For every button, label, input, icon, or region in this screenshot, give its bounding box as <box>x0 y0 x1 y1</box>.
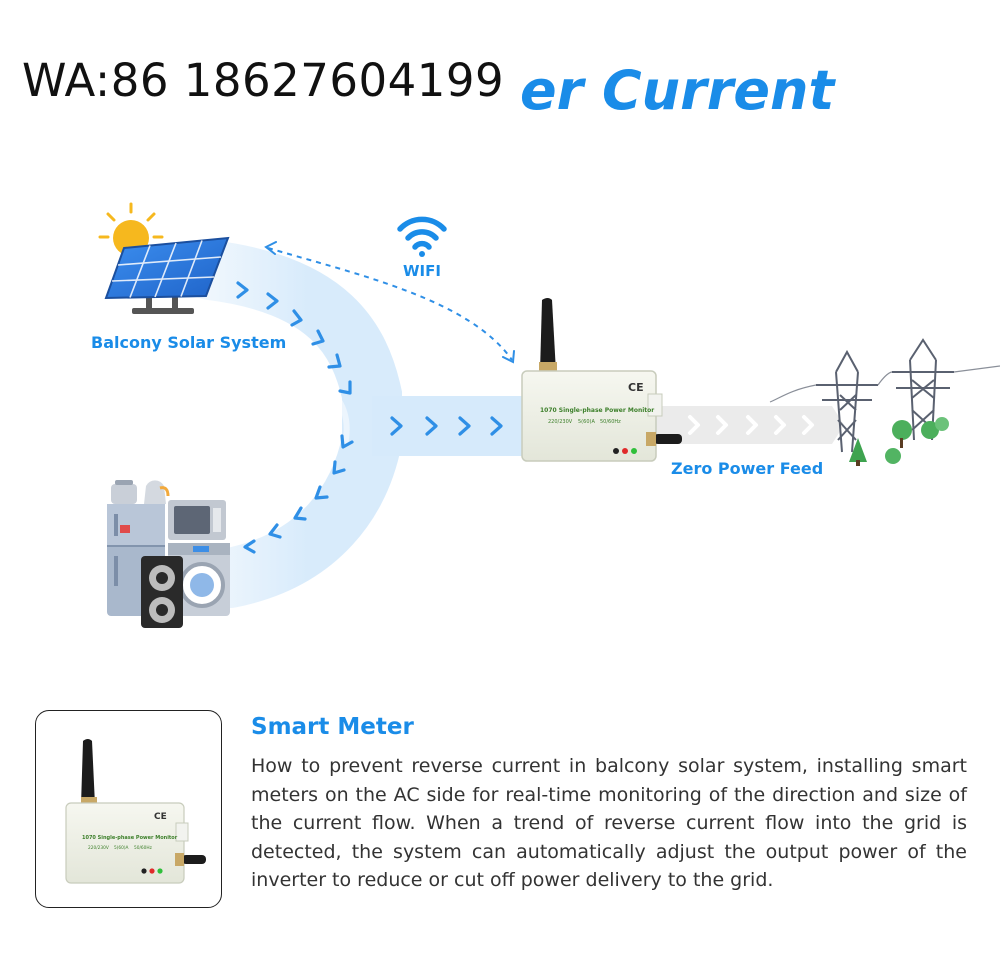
device-spec-voltage: 220/230V <box>548 419 573 425</box>
flow-band <box>180 240 522 608</box>
device-spec-frequency: 50/60Hz <box>600 419 621 425</box>
watermark-backdrop <box>14 46 508 118</box>
trees-icon <box>849 417 949 466</box>
zero-power-feed-label: Zero Power Feed <box>671 459 824 478</box>
page-title: er Current <box>520 59 835 122</box>
watermark-contact: WA:86 18627604199 <box>22 54 505 107</box>
household-appliances-icon <box>107 480 230 628</box>
card-spec-current: 5(60)A <box>114 845 129 851</box>
device-model-label: 1070 Single-phase Power Monitor <box>540 407 654 414</box>
flow-arrows <box>236 281 503 554</box>
card-spec-voltage: 220/230V <box>88 845 109 851</box>
device-ce-mark: CE <box>628 381 644 394</box>
smart-meter-description: How to prevent reverse current in balcon… <box>251 755 967 891</box>
device-spec-current: 5(60)A <box>578 419 595 425</box>
solar-panel-icon <box>104 236 230 314</box>
solar-system-label: Balcony Solar System <box>91 333 287 352</box>
smart-meter-device-image: CE 1070 Single-phase Power Monitor 220/2… <box>65 739 206 884</box>
power-monitor-device <box>521 298 682 462</box>
power-tower-icon <box>769 338 1000 453</box>
smart-meter-image-card: CE 1070 Single-phase Power Monitor 220/2… <box>35 710 222 908</box>
card-ce-mark: CE <box>154 812 167 822</box>
wifi-icon <box>397 216 447 257</box>
smart-meter-heading: Smart Meter <box>251 714 414 740</box>
wifi-label: WIFI <box>403 262 441 280</box>
card-spec-frequency: 50/60Hz <box>134 845 153 851</box>
energy-flow-diagram: CE 1070 Single-phase Power Monitor 220/2… <box>98 202 1000 628</box>
card-model-label: 1070 Single-phase Power Monitor <box>82 835 178 841</box>
wifi-link <box>264 241 515 364</box>
grid-feed-band <box>652 406 844 444</box>
